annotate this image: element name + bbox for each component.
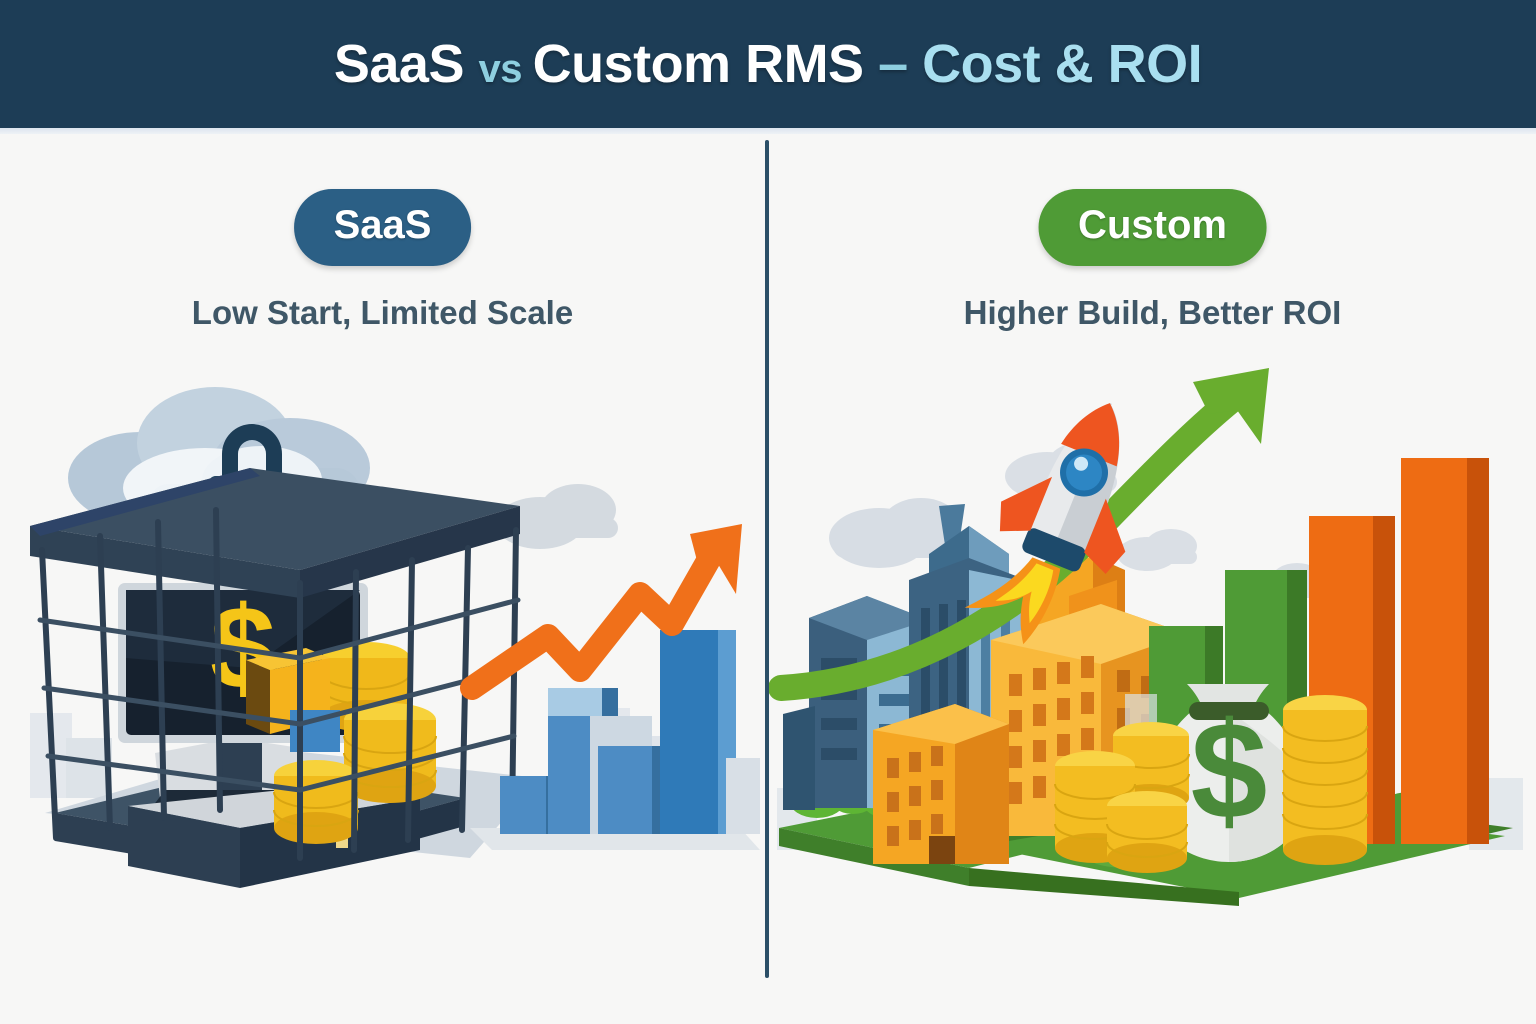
header-bar: SaaS vs Custom RMS – Cost & ROI	[0, 0, 1536, 134]
gold-coin-stacks-icon	[1054, 695, 1368, 873]
saas-illustration: $	[0, 358, 765, 978]
title-part-dash: –	[878, 34, 923, 94]
saas-subtitle: Low Start, Limited Scale	[191, 294, 574, 331]
custom-subtitle: Higher Build, Better ROI	[963, 294, 1342, 331]
saas-badge: SaaS	[293, 189, 472, 266]
svg-text:$: $	[1191, 694, 1268, 848]
rocket-icon	[964, 403, 1126, 645]
custom-illustration: $	[769, 358, 1536, 978]
title-part-vs: vs	[478, 47, 533, 91]
custom-panel: Custom Higher Build, Better ROI	[769, 128, 1536, 1024]
custom-badge: Custom	[1038, 189, 1267, 266]
page-title: SaaS vs Custom RMS – Cost & ROI	[333, 33, 1203, 95]
panel-divider	[765, 140, 769, 978]
saas-panel: SaaS Low Start, Limited Scale	[0, 128, 765, 1024]
orange-zigzag-arrow-icon	[460, 524, 742, 700]
title-part-cost-roi: Cost & ROI	[922, 34, 1203, 94]
title-part-custom: Custom RMS	[532, 34, 879, 94]
cage-icon	[30, 468, 521, 861]
blue-bar-chart-icon	[470, 630, 760, 850]
title-part-saas: SaaS	[333, 34, 479, 94]
